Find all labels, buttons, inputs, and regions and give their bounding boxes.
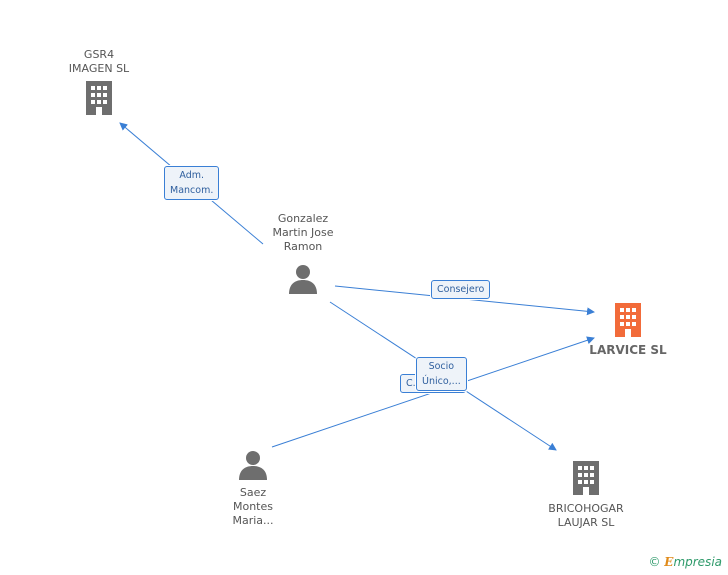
node-larvice[interactable]: LARVICE SL bbox=[583, 302, 673, 357]
building-icon bbox=[573, 461, 599, 495]
relation-label-consejero[interactable]: Consejero bbox=[431, 280, 491, 299]
node-label: Saez Montes Maria... bbox=[232, 486, 274, 527]
node-label: Gonzalez Martin Jose Ramon bbox=[272, 212, 334, 253]
person-icon bbox=[239, 451, 267, 480]
node-label: BRICOHOGAR LAUJAR SL bbox=[548, 502, 624, 529]
brand-initial: E bbox=[664, 555, 674, 569]
building-icon bbox=[86, 81, 112, 115]
copyright-symbol: © bbox=[648, 555, 661, 569]
node-gonzalez[interactable]: Gonzalez Martin Jose Ramon bbox=[258, 212, 348, 298]
building-icon bbox=[615, 303, 641, 337]
node-label: LARVICE SL bbox=[589, 343, 667, 357]
person-icon bbox=[289, 265, 317, 294]
relation-label-socio[interactable]: Socio Único,... bbox=[416, 357, 467, 391]
node-gsr4[interactable]: GSR4 IMAGEN SL bbox=[57, 48, 141, 120]
node-bricohogar[interactable]: BRICOHOGAR LAUJAR SL bbox=[540, 460, 632, 530]
node-saez[interactable]: Saez Montes Maria... bbox=[210, 450, 296, 528]
brand-logo: © Empresia bbox=[648, 555, 722, 569]
node-label: GSR4 IMAGEN SL bbox=[68, 48, 130, 75]
edge-gonzalez-larvice bbox=[334, 285, 595, 316]
brand-word: mpresia bbox=[673, 555, 722, 569]
relation-label-adm[interactable]: Adm. Mancom. bbox=[164, 166, 220, 200]
